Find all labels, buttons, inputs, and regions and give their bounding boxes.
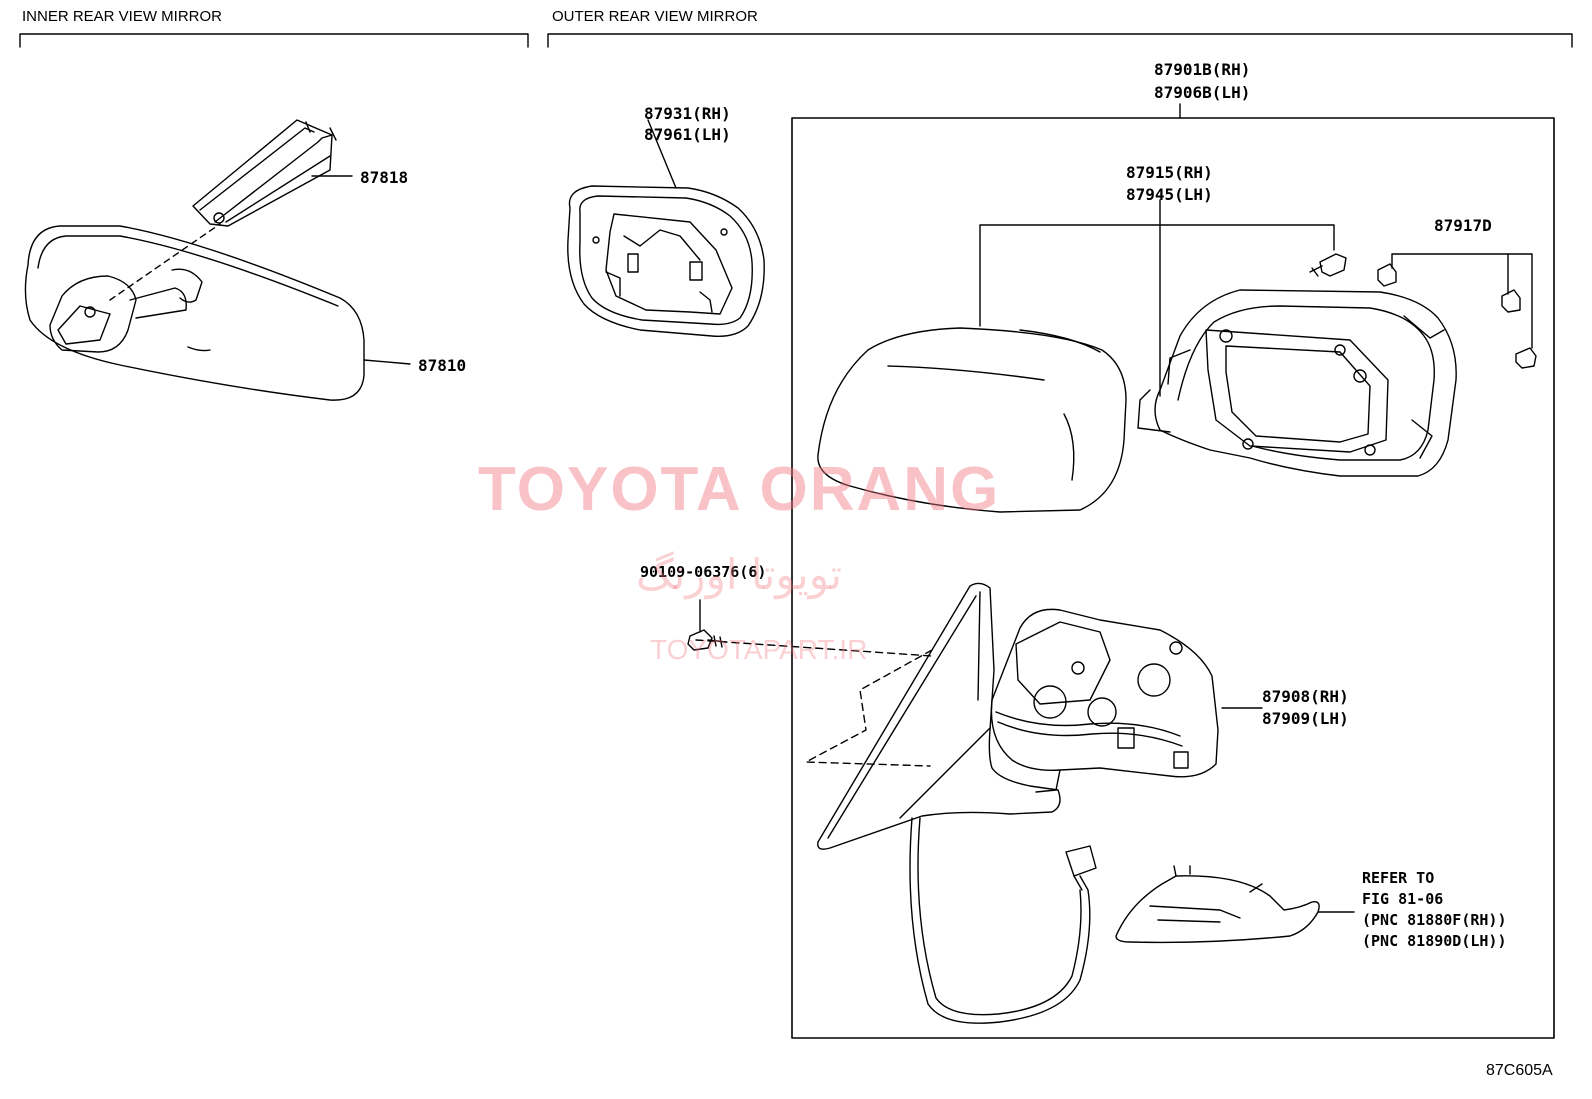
part-label-87931: 87931(RH) xyxy=(644,104,731,123)
cover-screw-drawing xyxy=(1309,253,1347,277)
mirror-base-drawing xyxy=(695,582,1097,1024)
cover-leader xyxy=(979,199,1335,397)
outer-section-title: OUTER REAR VIEW MIRROR xyxy=(552,8,758,25)
part-label-87915: 87915(RH) xyxy=(1126,163,1213,182)
part-label-87909: 87909(LH) xyxy=(1262,709,1349,728)
assembly-frame xyxy=(791,117,1555,1039)
part-label-90109: 90109-06376(6) xyxy=(640,563,767,581)
watermark-url: TOYOTAPART.IR xyxy=(650,634,868,665)
inner-section-bracket xyxy=(19,33,529,48)
part-label-87906b: 87906B(LH) xyxy=(1154,83,1251,102)
housing-frame-drawing xyxy=(1137,289,1457,477)
part-label-87961: 87961(LH) xyxy=(644,125,731,144)
watermark-main: TOYOTA ORANG xyxy=(478,455,1001,524)
inner-section-title: INNER REAR VIEW MIRROR xyxy=(22,8,223,25)
mirror-glass-drawing xyxy=(567,119,765,337)
refer-note-line-3: (PNC 81880F(RH)) xyxy=(1362,911,1507,929)
base-screw-drawing xyxy=(687,599,727,651)
mirror-cover-drawing xyxy=(817,327,1127,513)
part-label-87810: 87810 xyxy=(418,356,467,375)
part-label-87818: 87818 xyxy=(360,168,409,187)
outer-section-bracket xyxy=(547,33,1573,48)
part-label-87908: 87908(RH) xyxy=(1262,687,1349,706)
refer-note-line-2: FIG 81-06 xyxy=(1362,890,1444,908)
watermark-persian: تویوتا اورنگ xyxy=(636,550,843,599)
turn-signal-drawing xyxy=(1115,865,1355,944)
actuator-drawing xyxy=(990,608,1263,793)
mount-bracket-drawing xyxy=(192,119,353,227)
refer-note-line-4: (PNC 81890D(LH)) xyxy=(1362,932,1507,950)
clips-drawing xyxy=(1377,253,1537,369)
part-label-87945: 87945(LH) xyxy=(1126,185,1213,204)
refer-note-line-1: REFER TO xyxy=(1362,869,1435,887)
part-label-87901b: 87901B(RH) xyxy=(1154,60,1251,79)
part-label-87917d: 87917D xyxy=(1434,216,1492,235)
diagram-code: 87C605A xyxy=(1486,1062,1553,1079)
inner-mirror-drawing xyxy=(24,223,411,401)
